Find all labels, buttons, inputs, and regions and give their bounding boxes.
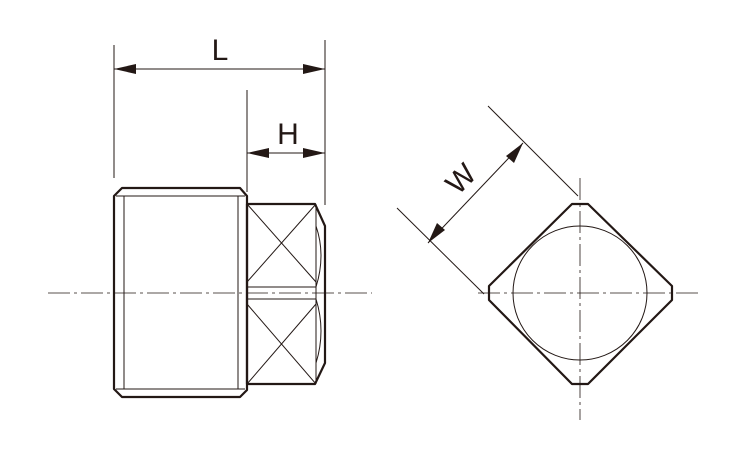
extension-line-w-upper — [487, 105, 579, 197]
square-outline — [487, 202, 674, 386]
head-arc-lower — [315, 298, 322, 364]
chamfer-circle — [512, 225, 648, 361]
arrowhead-w-upper — [506, 143, 523, 163]
dimension-label-l: L — [212, 34, 229, 67]
arrowhead-l-right — [303, 64, 325, 74]
dimension-l: L — [114, 34, 325, 74]
head-diagonal-2 — [246, 203, 317, 283]
arrowhead-l-left — [114, 64, 136, 74]
dimension-label-w: W — [440, 157, 484, 201]
arrowhead-h-left — [247, 148, 269, 158]
dimension-w: W — [427, 142, 524, 244]
arrowhead-h-right — [303, 148, 325, 158]
threaded-body — [112, 186, 249, 399]
end-view: W — [396, 105, 700, 420]
dimension-label-h: H — [277, 118, 299, 151]
square-head — [245, 202, 327, 386]
head-diagonal-4 — [246, 303, 317, 385]
extension-line-w-lower — [396, 207, 485, 295]
dimension-h: H — [247, 118, 325, 158]
arrowhead-w-lower — [428, 223, 445, 243]
side-view: L H — [48, 34, 372, 399]
head-arc-upper — [315, 225, 322, 288]
dimension-line-w — [427, 142, 524, 244]
